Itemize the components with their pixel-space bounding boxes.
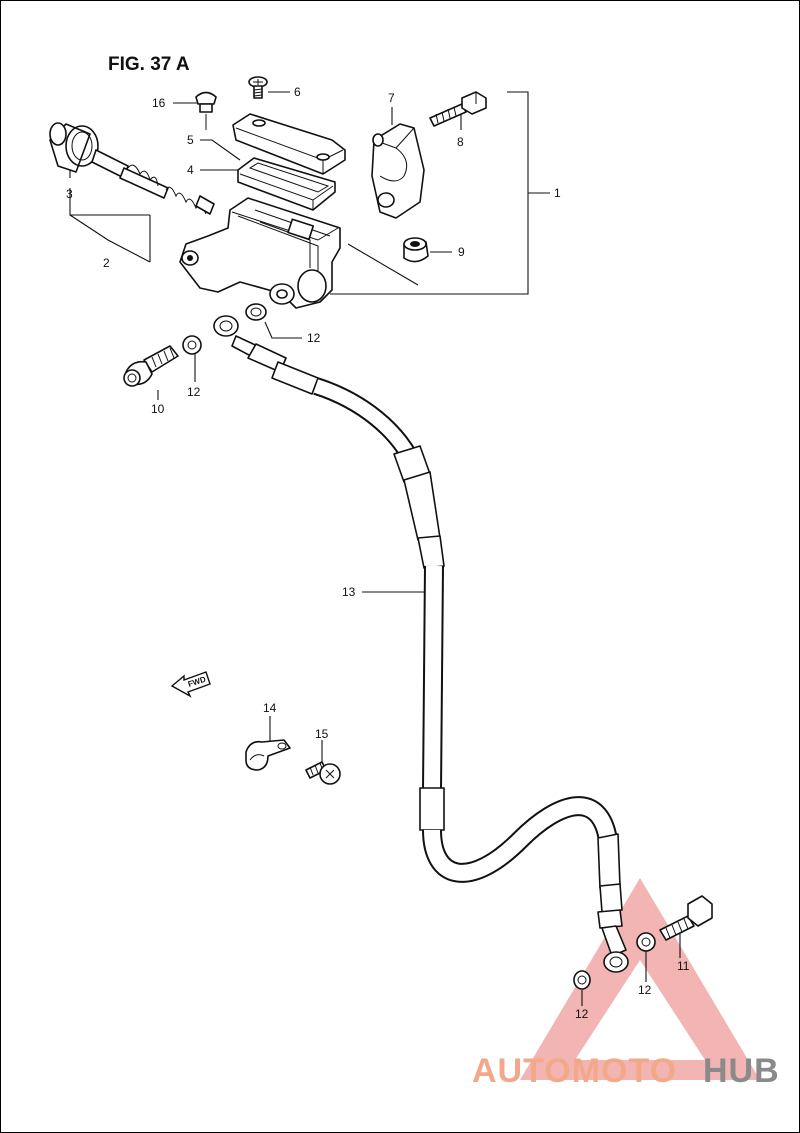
watermark-part1: AUTOMOTO: [472, 1052, 677, 1090]
callout-1: 1: [554, 186, 561, 200]
part-washer-lower-right: [636, 932, 656, 952]
callout-5: 5: [187, 133, 194, 147]
part-clamp-bolt: [429, 91, 487, 127]
callout-9: 9: [458, 245, 465, 259]
callout-13: 13: [342, 585, 356, 599]
part-brake-hose: [213, 315, 629, 973]
part-handlebar-clamp: [371, 123, 425, 219]
part-master-cylinder-body: [179, 197, 341, 309]
part-grommet: [403, 237, 429, 263]
part-hose-clamp: [245, 739, 291, 771]
part-cap-plug: [195, 91, 217, 130]
part-washer-lower-left: [573, 970, 591, 990]
callout-4: 4: [187, 163, 194, 177]
watermark-part2: HUB: [703, 1052, 780, 1090]
callout-10: 10: [151, 402, 165, 416]
callout-2: 2: [103, 256, 110, 270]
part-banjo-bolt-lower: [659, 895, 713, 941]
callout-8: 8: [457, 135, 464, 149]
callout-15: 15: [315, 727, 329, 741]
callout-12-lower-right: 12: [638, 983, 652, 997]
part-cover-screw: [248, 76, 268, 99]
callout-12-upper: 12: [307, 331, 321, 345]
callout-7: 7: [388, 91, 395, 105]
part-banjo-bolt-upper: [123, 345, 179, 387]
part-washer-left: [182, 335, 202, 355]
part-piston-kit: [49, 122, 215, 215]
callout-14: 14: [263, 701, 277, 715]
figure-title: FIG. 37 A: [108, 54, 190, 75]
part-clamp-screw: [305, 761, 341, 785]
watermark-text: AUTOMOTO HUB: [472, 1052, 780, 1090]
callout-3: 3: [66, 187, 73, 201]
watermark-logo: [520, 878, 760, 1080]
callout-11: 11: [677, 959, 690, 973]
leader-lines: [69, 91, 681, 1006]
callout-16: 16: [152, 96, 166, 110]
callout-6: 6: [294, 85, 301, 99]
callout-12-lower-left: 12: [575, 1007, 589, 1021]
part-diaphragm-plate: [237, 157, 336, 211]
callout-12-left: 12: [187, 385, 201, 399]
part-washer-upper: [245, 303, 267, 321]
part-reservoir-cover: [232, 113, 346, 175]
forward-arrow-icon: FWD: [170, 671, 211, 698]
